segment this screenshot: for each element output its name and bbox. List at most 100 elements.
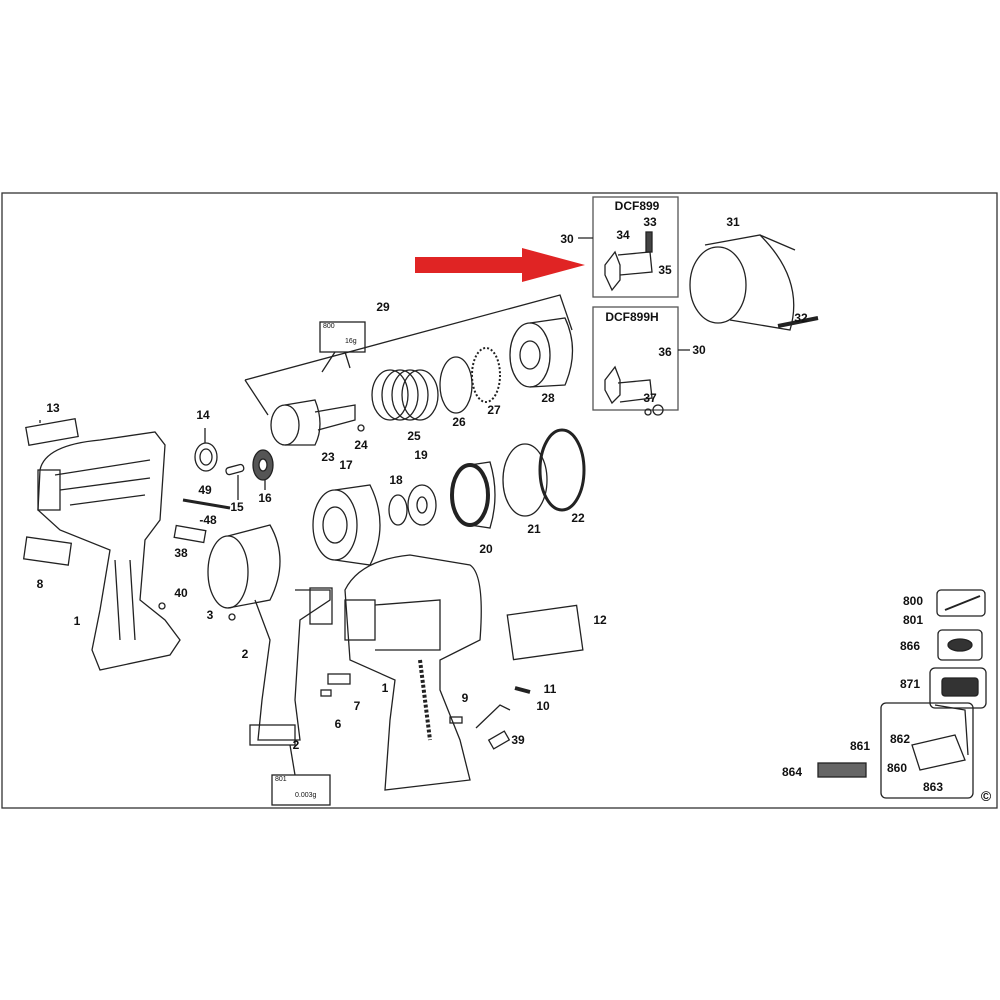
spring-25 xyxy=(371,369,439,421)
washer-26 xyxy=(439,356,473,414)
nut-20 xyxy=(450,461,496,529)
callout-23: 23 xyxy=(321,450,335,464)
anvil-dcf899h xyxy=(604,365,664,416)
callout-40: 40 xyxy=(174,586,188,600)
motor-module xyxy=(207,524,333,746)
bearing-ring-27 xyxy=(471,347,501,403)
callout-866: 866 xyxy=(899,639,921,653)
callout-29: 29 xyxy=(376,300,390,314)
callout-48: -48 xyxy=(199,513,217,527)
dcf899-box xyxy=(592,196,679,298)
accessory-box-866 xyxy=(937,629,983,661)
callout-33: 33 xyxy=(643,215,657,229)
callout-21: 21 xyxy=(527,522,541,536)
ring-22 xyxy=(538,428,586,512)
washer-19 xyxy=(407,484,437,526)
callout-2-lower: 2 xyxy=(292,738,300,752)
o-ring-18 xyxy=(388,494,408,526)
switch-38 xyxy=(173,524,207,544)
callout-9: 9 xyxy=(461,691,469,705)
label-plate-13 xyxy=(25,418,79,446)
dcf899h-title: DCF899H xyxy=(605,310,659,324)
callout-2-upper: 2 xyxy=(241,647,249,661)
tool-body xyxy=(344,554,482,791)
kit-upper-weight: 16g xyxy=(345,338,357,345)
callout-15: 15 xyxy=(230,500,244,514)
callout-37: 37 xyxy=(643,391,657,405)
label-39 xyxy=(487,730,511,750)
callout-11: 11 xyxy=(543,682,557,696)
label-plate-8 xyxy=(22,536,73,566)
bolt-32 xyxy=(777,316,819,328)
callout-25: 25 xyxy=(407,429,421,443)
anvil-dcf899 xyxy=(604,231,653,292)
callout-801: 801 xyxy=(902,613,924,627)
callout-22: 22 xyxy=(571,511,585,525)
callout-30-top: 30 xyxy=(560,232,574,246)
part-7 xyxy=(327,673,351,685)
spring-11 xyxy=(514,686,531,694)
callout-3: 3 xyxy=(206,608,214,622)
callout-871: 871 xyxy=(899,677,921,691)
gear-housing-31 xyxy=(689,234,796,331)
callout-16: 16 xyxy=(258,491,272,505)
callout-800: 800 xyxy=(902,594,924,608)
accessory-box-800 xyxy=(936,589,986,617)
callout-27: 27 xyxy=(487,403,501,417)
kit-upper-code: 800 xyxy=(323,323,335,330)
dcf899-title: DCF899 xyxy=(614,199,660,213)
callout-861: 861 xyxy=(849,739,871,753)
callout-19: 19 xyxy=(414,448,428,462)
callout-6: 6 xyxy=(334,717,342,731)
red-arrow-icon xyxy=(415,248,585,282)
lever-10 xyxy=(475,704,511,729)
washer-14 xyxy=(194,442,218,472)
ring-21 xyxy=(502,443,548,517)
housing-left-half xyxy=(37,431,181,671)
grease-kit-box-lower xyxy=(271,774,331,806)
part-6 xyxy=(320,689,332,697)
screw-40 xyxy=(158,602,166,610)
callout-13: 13 xyxy=(46,401,60,415)
callout-31: 31 xyxy=(726,215,740,229)
callout-38: 38 xyxy=(174,546,188,560)
accessory-box-871 xyxy=(929,667,987,709)
callout-863: 863 xyxy=(922,780,944,794)
battery-pack-864 xyxy=(817,762,867,778)
callout-35: 35 xyxy=(658,263,672,277)
callout-36: 36 xyxy=(658,345,672,359)
callout-34: 34 xyxy=(616,228,630,242)
spring-49 xyxy=(182,498,231,510)
kit-lower-code: 801 xyxy=(275,776,287,783)
dcf899h-box xyxy=(592,306,679,411)
callout-49: 49 xyxy=(198,483,212,497)
callout-860: 860 xyxy=(886,761,908,775)
screw-3 xyxy=(228,613,236,621)
callout-39: 39 xyxy=(511,733,525,747)
callout-862: 862 xyxy=(889,732,911,746)
callout-7: 7 xyxy=(353,699,361,713)
screw-9 xyxy=(449,716,463,724)
kit-lower-weight: 0.003g xyxy=(295,792,317,799)
callout-18: 18 xyxy=(389,473,403,487)
callout-1-right: 1 xyxy=(381,681,389,695)
pin-15 xyxy=(225,463,245,476)
callout-17: 17 xyxy=(339,458,353,472)
callout-26: 26 xyxy=(452,415,466,429)
callout-1-left: 1 xyxy=(73,614,81,628)
anvil-housing-28 xyxy=(509,317,574,388)
hammer-23 xyxy=(270,399,356,446)
diagram-frame xyxy=(1,192,998,809)
callout-32: 32 xyxy=(794,311,808,325)
callout-8: 8 xyxy=(36,577,44,591)
grease-kit-box-upper xyxy=(319,321,366,353)
callout-864: 864 xyxy=(781,765,803,779)
gear-case-17 xyxy=(312,484,381,566)
callout-28: 28 xyxy=(541,391,555,405)
callout-20: 20 xyxy=(479,542,493,556)
callout-12: 12 xyxy=(593,613,607,627)
copyright-mark: © xyxy=(980,788,992,804)
label-plate-12 xyxy=(506,604,584,661)
